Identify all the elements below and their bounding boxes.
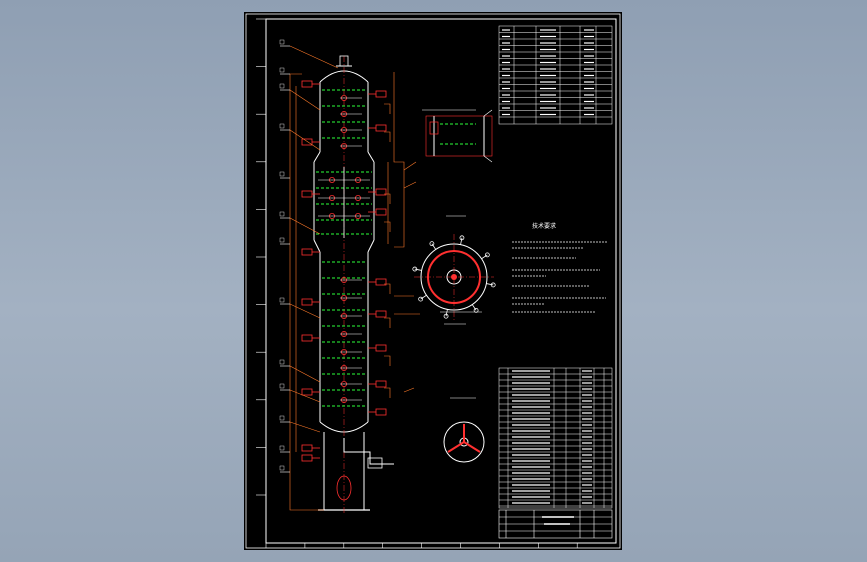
detail-view-top — [422, 109, 493, 163]
column-vessel — [313, 55, 394, 514]
support-plan-view — [443, 397, 485, 463]
drawing-sheet[interactable]: 技术要求 — [244, 12, 622, 550]
nozzle-table — [498, 25, 613, 125]
section-view-plan — [412, 215, 496, 325]
tray-downcomer-marks — [318, 95, 370, 403]
sheet-border-outer — [245, 13, 621, 549]
leader-lines — [289, 45, 420, 511]
skirt-access-opening — [336, 475, 352, 501]
cad-viewport[interactable]: 技术要求 — [244, 12, 622, 550]
technical-notes-title: 技术要求 — [532, 222, 556, 230]
technical-notes: 技术要求 — [512, 222, 608, 313]
sheet-border-inner — [265, 18, 617, 544]
side-nozzles — [301, 80, 387, 462]
zone-ticks — [256, 18, 578, 548]
title-block — [498, 509, 613, 539]
vessel-cone-upper — [313, 151, 375, 163]
part-balloons — [279, 39, 290, 473]
parts-list-table — [498, 367, 613, 509]
